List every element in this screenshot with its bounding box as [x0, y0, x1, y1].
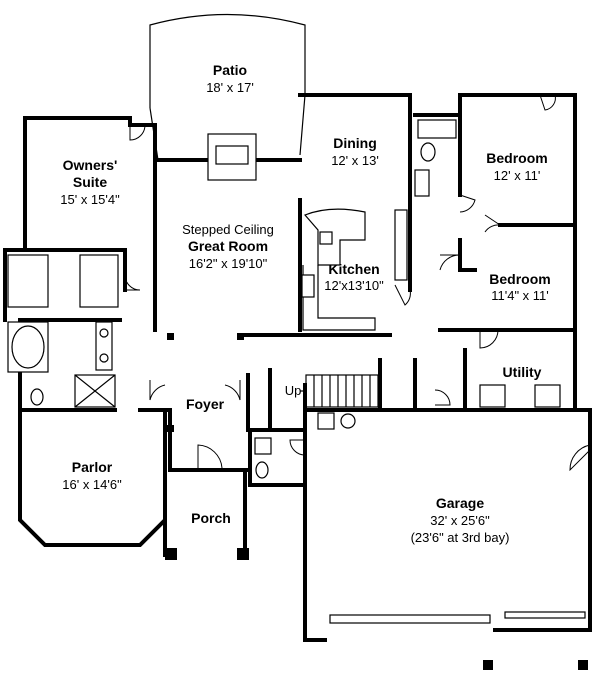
stairs [300, 374, 379, 408]
patio-dim: 18' x 17' [206, 80, 254, 95]
utility-name: Utility [503, 364, 542, 380]
great-room-dim: 16'2" x 19'10" [189, 256, 268, 271]
hall-bath-fixtures [414, 119, 457, 197]
garage-name: Garage [436, 495, 484, 511]
dining-name: Dining [333, 135, 377, 151]
foyer-name: Foyer [186, 396, 225, 412]
walls [3, 93, 592, 642]
doors [124, 94, 591, 472]
garage-dim: 32' x 25'6" [430, 513, 490, 528]
columns [165, 333, 588, 670]
bedroom-2-name: Bedroom [489, 271, 550, 287]
fireplace [207, 133, 257, 181]
parlor-dim: 16' x 14'6" [62, 477, 122, 492]
powder-room-fixtures [254, 437, 272, 479]
utility-fixtures [479, 384, 561, 408]
bedroom-1-name: Bedroom [486, 150, 547, 166]
garage-fixtures [317, 412, 586, 624]
bedroom-2-dim: 11'4" x 11' [491, 288, 549, 303]
kitchen-dim: 12'x13'10" [324, 278, 384, 293]
patio-name: Patio [213, 62, 247, 78]
great-room-note: Stepped Ceiling [182, 222, 274, 237]
stairs-up-label: Up [285, 383, 302, 398]
owners-bath-fixtures [7, 254, 119, 408]
parlor-name: Parlor [72, 459, 113, 475]
owners-suite-dim: 15' x 15'4" [60, 192, 120, 207]
garage-note: (23'6" at 3rd bay) [411, 530, 510, 545]
kitchen-name: Kitchen [328, 261, 379, 277]
great-room-name: Great Room [188, 238, 268, 254]
kitchen-counters [301, 208, 408, 331]
porch-name: Porch [191, 510, 231, 526]
owners-suite-name-line2: Suite [73, 174, 107, 190]
owners-suite-name-line1: Owners' [63, 157, 118, 173]
dining-dim: 12' x 13' [331, 153, 379, 168]
bedroom-1-dim: 12' x 11' [494, 168, 541, 183]
